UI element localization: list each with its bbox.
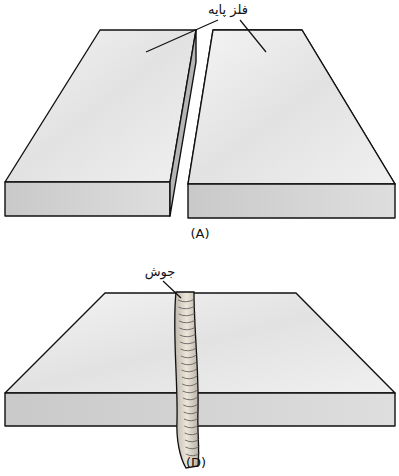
weld-ripple — [185, 446, 199, 449]
leader-line — [163, 281, 181, 298]
weld-ripple — [181, 355, 197, 358]
part-label: جوش — [145, 264, 176, 280]
weld-ripple — [182, 376, 197, 379]
weld-bead — [175, 292, 200, 468]
weld-ripple — [179, 327, 195, 330]
weld-ripple — [178, 306, 195, 309]
weld-ripple — [180, 348, 196, 351]
weld-ripple — [181, 362, 197, 365]
weld-ripple — [185, 439, 199, 442]
weld-ripple — [183, 397, 198, 400]
weld-ripple — [180, 334, 196, 337]
figure-label: (A) — [190, 226, 209, 242]
weld-ripple — [183, 404, 198, 407]
figure-label: (D) — [186, 455, 206, 471]
weld-ripple — [180, 341, 196, 344]
part-label: فلز پایه — [208, 2, 248, 18]
leader-lines — [146, 20, 266, 52]
weld-ripple — [179, 313, 196, 316]
weld-ripple — [184, 411, 199, 414]
plate-d — [5, 293, 395, 426]
weld-ripple — [182, 383, 197, 386]
weld-ripple — [182, 369, 198, 372]
weld-ripple — [179, 320, 196, 323]
weld-ripple — [183, 390, 198, 393]
plate-a-left — [5, 30, 196, 216]
weld-ripple — [184, 425, 198, 428]
weld-ripple — [184, 418, 199, 421]
weld-ripple — [185, 432, 199, 435]
weld-ripple — [178, 299, 195, 302]
plate-a-right — [188, 30, 395, 218]
